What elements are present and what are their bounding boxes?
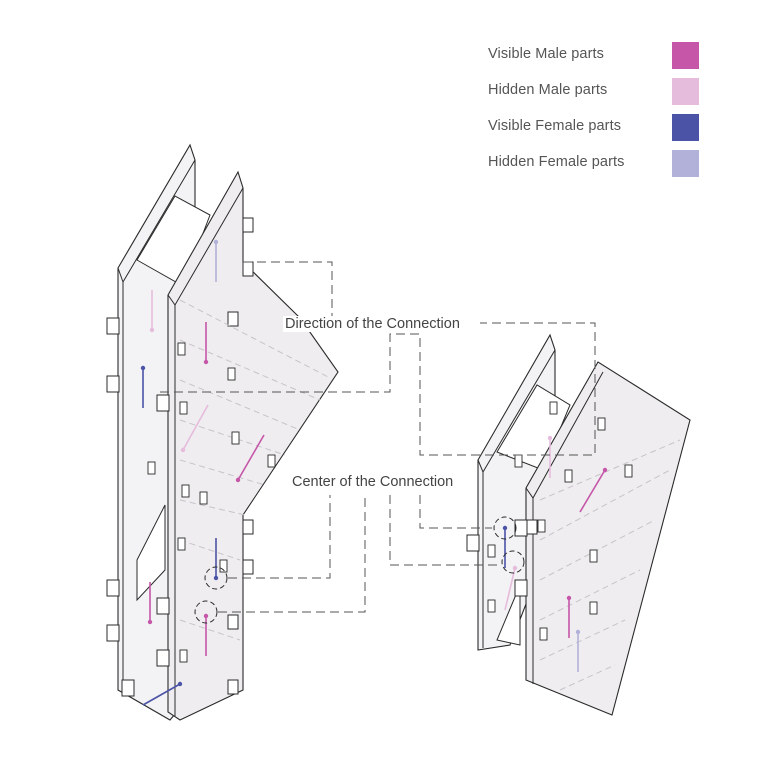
- left-back-window: [136, 195, 211, 287]
- left-lower-window: [136, 504, 166, 602]
- legend-label: Visible Female parts: [488, 118, 622, 134]
- legend-label: Hidden Male parts: [488, 82, 608, 98]
- legend-swatch: [672, 42, 699, 69]
- legend: Visible Male parts Hidden Male parts Vis…: [488, 40, 708, 184]
- legend-label: Hidden Female parts: [488, 154, 625, 170]
- left-assembly: [106, 143, 339, 721]
- leader-lines: [160, 261, 596, 613]
- legend-item-hidden-male: Hidden Male parts: [488, 76, 708, 112]
- callout-center-of-connection: Center of the Connection: [290, 474, 456, 490]
- legend-swatch: [672, 150, 699, 177]
- right-front-panel: [525, 361, 691, 716]
- right-assembly: [466, 333, 691, 716]
- legend-item-visible-male: Visible Male parts: [488, 40, 708, 76]
- legend-item-hidden-female: Hidden Female parts: [488, 148, 708, 184]
- legend-swatch: [672, 78, 699, 105]
- legend-label: Visible Male parts: [488, 46, 604, 62]
- callout-direction-of-connection: Direction of the Connection: [283, 316, 462, 332]
- legend-item-visible-female: Visible Female parts: [488, 112, 708, 148]
- legend-swatch: [672, 114, 699, 141]
- left-front-panel: [167, 170, 339, 721]
